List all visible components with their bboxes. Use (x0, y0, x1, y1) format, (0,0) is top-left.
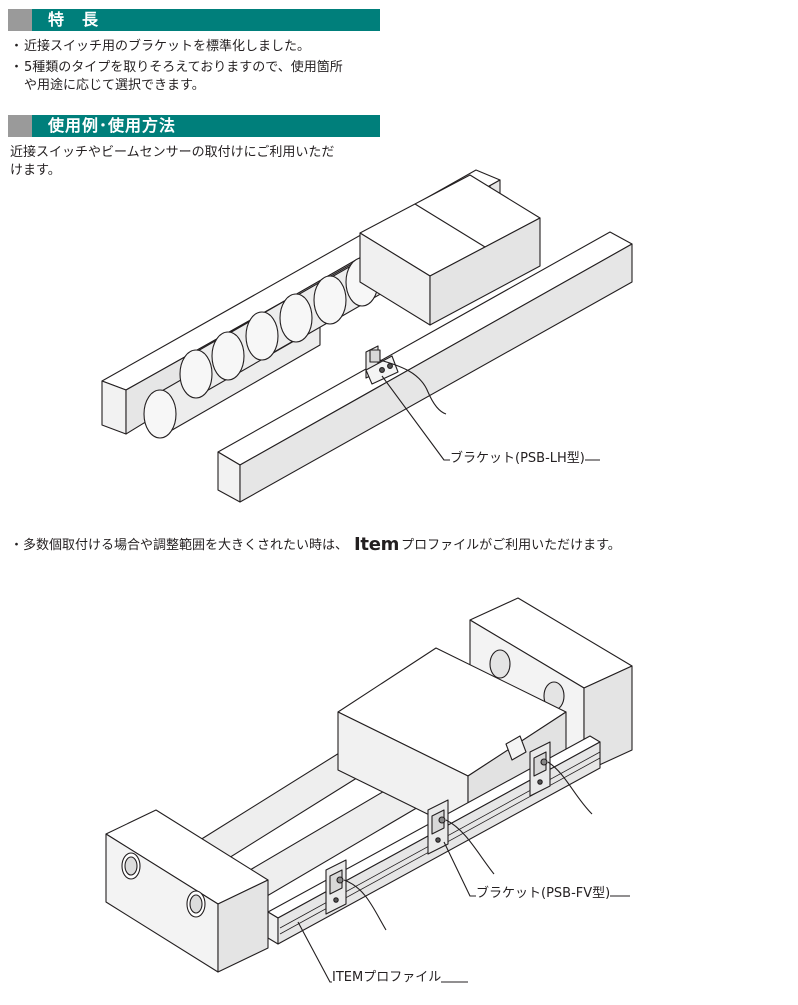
roller-end (143, 389, 177, 439)
feature-item-1: ・近接スイッチ用のブラケットを標準化しました。 (10, 38, 310, 55)
callout-bracket-psb-fv: ブラケット(PSB-FV型) (476, 886, 611, 902)
roller-end (279, 293, 313, 343)
bracket-psb-fv-3 (529, 741, 551, 797)
far-rail-front (101, 380, 127, 435)
header-marker (8, 9, 32, 31)
bullet-dot: ・ (10, 39, 24, 54)
box-side (429, 217, 541, 326)
roller-end (313, 275, 347, 325)
sensor-cable (379, 359, 447, 415)
bullet-dot: ・ (10, 538, 24, 553)
note-suffix: プロファイルがご利用いただけます。 (401, 538, 621, 553)
roller-end (179, 349, 213, 399)
features-header: 特 長 (8, 9, 380, 31)
usage-header: 使用例･使用方法 (8, 115, 380, 137)
usage-description-2: けます。 (10, 163, 61, 178)
feature-text-1: 近接スイッチ用のブラケットを標準化しました。 (24, 39, 311, 54)
bracket-psb-fv-2 (427, 799, 449, 855)
callout-bracket-psb-lh: ブラケット(PSB-LH型) (450, 451, 585, 467)
header-marker (8, 115, 32, 137)
features-title: 特 長 (48, 10, 100, 29)
feature-text-2: 5種類のタイプを取りそろえておりますので、使用箇所 (24, 60, 343, 75)
note-prefix: 多数個取付ける場合や調整範囲を大きくされたい時は、 (23, 538, 349, 553)
roller-end (245, 311, 279, 361)
bracket-psb-fv-1 (325, 859, 347, 915)
conveyor-illustration (101, 169, 633, 503)
usage-title: 使用例･使用方法 (48, 116, 177, 135)
left-block-side (217, 879, 269, 973)
feature-item-2-cont: や用途に応じて選択できます。 (24, 78, 205, 93)
profile-front (267, 911, 279, 945)
roller-end (211, 331, 245, 381)
item-profile-illustration (105, 597, 633, 983)
near-rail-side (239, 243, 633, 503)
feature-item-2: ・5種類のタイプを取りそろえておりますので、使用箇所 (10, 59, 343, 76)
item-brand-logo: Item (354, 534, 400, 555)
callout-item-profile: ITEMプロファイル (332, 970, 442, 986)
bullet-dot: ・ (10, 60, 24, 75)
carriage-dog (505, 735, 527, 761)
usage-description-1: 近接スイッチやビームセンサーの取付けにご利用いただ (10, 145, 335, 160)
